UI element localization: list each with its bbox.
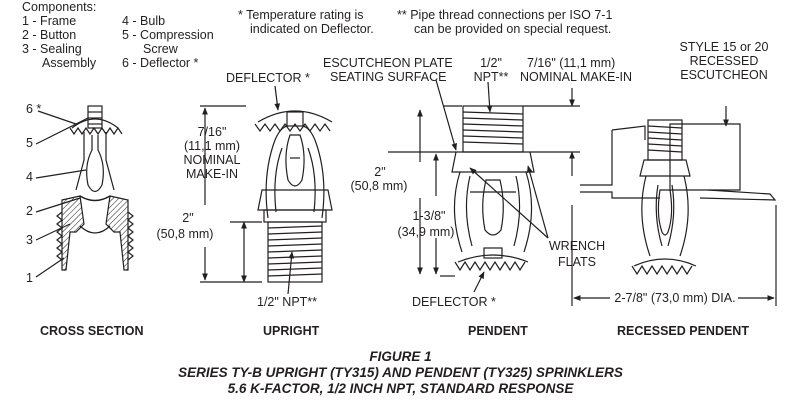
component-assembly: Assembly [42, 56, 97, 70]
upright-npt-label: 1/2" NPT** [257, 295, 318, 309]
upright-makein-4: MAKE-IN [185, 167, 239, 181]
pendent-npt-1: 1/2" [480, 56, 502, 70]
note-temperature-1: * Temperature rating is [238, 8, 364, 22]
recessed-style-1: STYLE 15 or 20 [679, 40, 769, 54]
note-thread-1: ** Pipe thread connections per ISO 7-1 [397, 8, 613, 22]
recessed-diameter-label: 2-7/8" (73,0 mm) DIA. [614, 291, 736, 305]
pendent-makein-2: NOMINAL MAKE-IN [520, 70, 633, 84]
recessed-pendent-drawing [571, 106, 777, 306]
figure-caption-line1: SERIES TY-B UPRIGHT (TY315) AND PENDENT … [178, 365, 623, 380]
pendent-subheight-2: (34,9 mm) [397, 225, 455, 239]
pendent-title: PENDENT [468, 324, 528, 338]
component-screw: Screw [143, 42, 178, 56]
upright-deflector-label: DEFLECTOR * [226, 71, 310, 85]
pendent-escutcheon-1: ESCUTCHEON PLATE [323, 56, 453, 70]
callout-2: 2 [26, 204, 33, 218]
pendent-escutcheon-2: SEATING SURFACE [330, 70, 447, 84]
cross-section-drawing [35, 105, 134, 278]
pendent-wrench-1: WRENCH [548, 239, 606, 253]
pendent-subheight-1: 1-3/8" [412, 209, 446, 223]
recessed-style-2: RECESSED [689, 54, 759, 68]
recessed-pendent-title: RECESSED PENDENT [617, 324, 749, 338]
component-frame: 1 - Frame [22, 14, 77, 28]
figure-label: FIGURE 1 [369, 349, 432, 364]
pendent-wrench-2: FLATS [558, 255, 596, 269]
component-bulb: 4 - Bulb [122, 14, 166, 28]
component-compression: 5 - Compression [122, 28, 214, 42]
callout-3: 3 [26, 233, 33, 247]
component-button: 2 - Button [22, 28, 77, 42]
component-sealing: 3 - Sealing [22, 42, 82, 56]
recessed-style-3: ESCUTCHEON [680, 68, 768, 82]
note-thread-2: can be provided on special request. [414, 22, 612, 36]
cross-section-title: CROSS SECTION [40, 324, 144, 338]
callout-6: 6 * [26, 102, 42, 116]
pendent-makein-1: 7/16" (11,1 mm) [527, 56, 616, 70]
callout-1: 1 [26, 271, 33, 285]
note-temperature-2: indicated on Deflector. [250, 22, 374, 36]
upright-makein-3: NOMINAL [183, 153, 241, 167]
upright-title: UPRIGHT [263, 324, 320, 338]
pendent-height-1: 2" [374, 165, 386, 179]
upright-makein-2: (11,1 mm) [183, 139, 241, 153]
upright-makein-1: 7/16" [197, 125, 227, 139]
pendent-height-2: (50,8 mm) [350, 179, 408, 193]
pendent-deflector-label: DEFLECTOR * [412, 295, 496, 309]
callout-4: 4 [26, 170, 33, 184]
upright-drawing [200, 85, 333, 295]
upright-height-2: (50,8 mm) [156, 227, 214, 241]
figure-caption-line2: 5.6 K-FACTOR, 1/2 INCH NPT, STANDARD RES… [227, 381, 574, 396]
pendent-npt-2: NPT** [473, 70, 509, 84]
pendent-drawing [388, 79, 580, 293]
upright-height-1: 2" [182, 211, 194, 225]
components-heading: Components: [22, 0, 97, 14]
component-deflector: 6 - Deflector * [122, 56, 199, 70]
callout-5: 5 [26, 136, 33, 150]
